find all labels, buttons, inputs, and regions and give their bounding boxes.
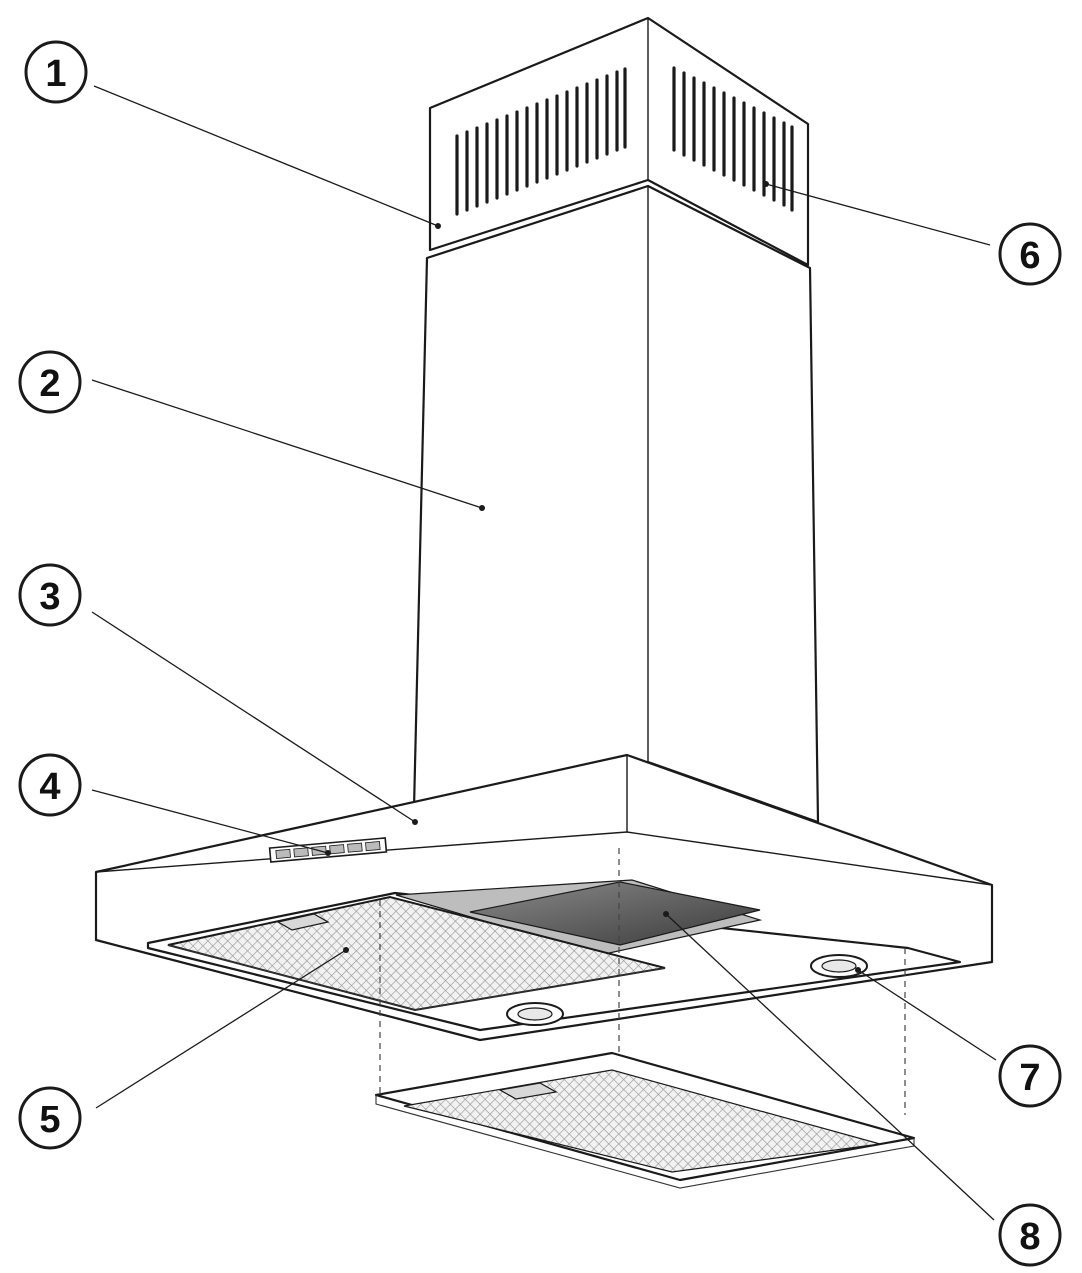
callout-4-label: 4 <box>39 766 60 808</box>
removal-guides <box>379 848 906 1115</box>
upper-chimney-vent-slots-right <box>672 66 794 212</box>
upper-chimney <box>428 16 810 267</box>
upper-chimney-vent-slots-left <box>455 67 627 216</box>
callout-1-label: 1 <box>45 53 66 95</box>
lamp-right-inner <box>821 959 857 973</box>
leader-lines <box>91 85 997 1221</box>
filter-handle-removed <box>498 1082 558 1100</box>
callout-3-label: 3 <box>39 576 60 618</box>
callout-3: 3 <box>18 563 82 627</box>
removed-grease-filter <box>374 1051 916 1189</box>
callout-7: 7 <box>998 1044 1062 1108</box>
callout-5: 5 <box>18 1086 82 1150</box>
lower-chimney <box>412 184 820 824</box>
filter-handle-installed <box>276 913 330 931</box>
callout-7-label: 7 <box>1019 1057 1040 1099</box>
callout-6: 6 <box>998 222 1062 286</box>
glass-panel-dark <box>469 881 761 946</box>
callout-2-label: 2 <box>39 363 60 405</box>
callout-2: 2 <box>18 350 82 414</box>
callout-1: 1 <box>24 40 88 104</box>
callout-8: 8 <box>998 1203 1062 1267</box>
lamp-left-inner <box>517 1007 553 1021</box>
callout-5-label: 5 <box>39 1099 60 1141</box>
callout-6-label: 6 <box>1019 235 1040 277</box>
callout-4: 4 <box>18 753 82 817</box>
hood-body <box>94 753 994 1042</box>
callout-8-label: 8 <box>1019 1216 1040 1258</box>
